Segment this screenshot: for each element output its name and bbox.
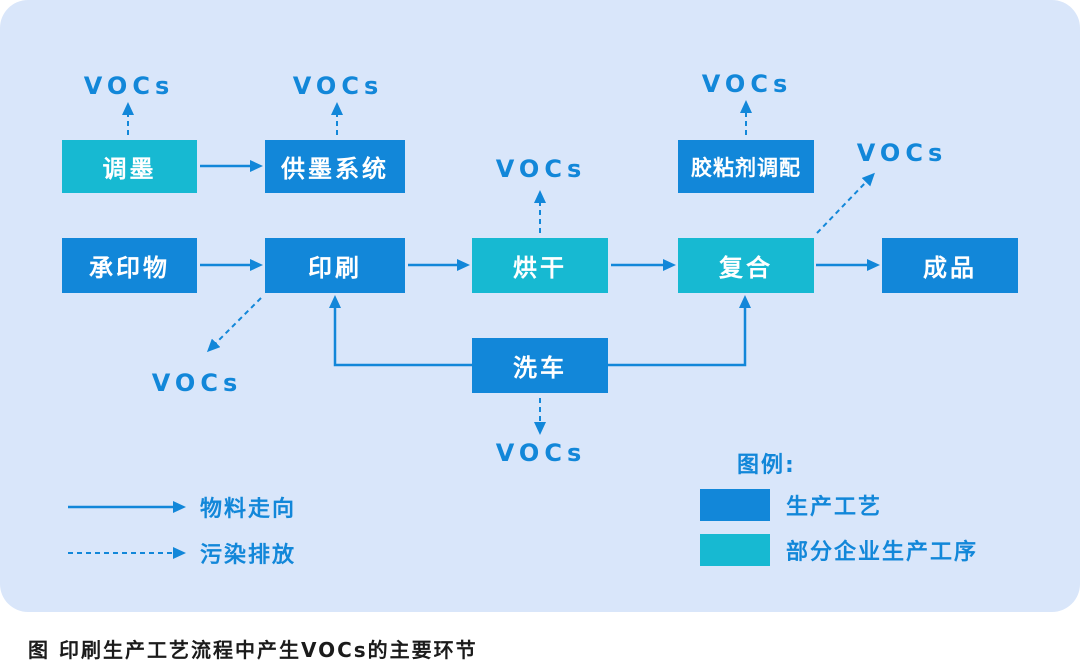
diagram-caption: 图 印刷生产工艺流程中产生VOCs的主要环节 (28, 638, 478, 662)
arrow-printing-vocs (206, 297, 262, 353)
arrow-washing-to-printing (329, 295, 472, 367)
node-substrate: 承印物 (62, 238, 197, 293)
legend-pollution-emission-label: 污染排放 (200, 543, 297, 568)
legend-process-label: 生产工艺 (786, 495, 883, 520)
vocs-label-ink-mixing: VOCs (83, 72, 175, 100)
legend-partial-swatch (700, 534, 770, 566)
arrow-washing-to-laminating (608, 295, 751, 367)
legend-material-flow-label: 物料走向 (200, 497, 297, 522)
legend-key-title: 图例: (737, 453, 796, 478)
vocs-label-washing: VOCs (495, 439, 587, 467)
vocs-label-adhesive: VOCs (701, 70, 793, 98)
legend-partial-process-label: 部分企业生产工序 (786, 540, 979, 565)
vocs-label-drying: VOCs (495, 155, 587, 183)
vocs-label-laminating: VOCs (856, 139, 948, 167)
legend-process-swatch (700, 489, 770, 521)
node-ink-mixing: 调墨 (62, 140, 197, 193)
node-printing: 印刷 (265, 238, 405, 293)
node-adhesive-preparation: 胶粘剂调配 (678, 140, 814, 193)
vocs-label-printing: VOCs (151, 369, 243, 397)
arrow-laminating-vocs (816, 172, 875, 234)
node-finished-product: 成品 (882, 238, 1018, 293)
vocs-label-ink-supply: VOCs (292, 72, 384, 100)
node-ink-supply-system: 供墨系统 (265, 140, 405, 193)
node-drying: 烘干 (472, 238, 608, 293)
node-laminating: 复合 (678, 238, 814, 293)
node-plate-washing: 洗车 (472, 338, 608, 393)
